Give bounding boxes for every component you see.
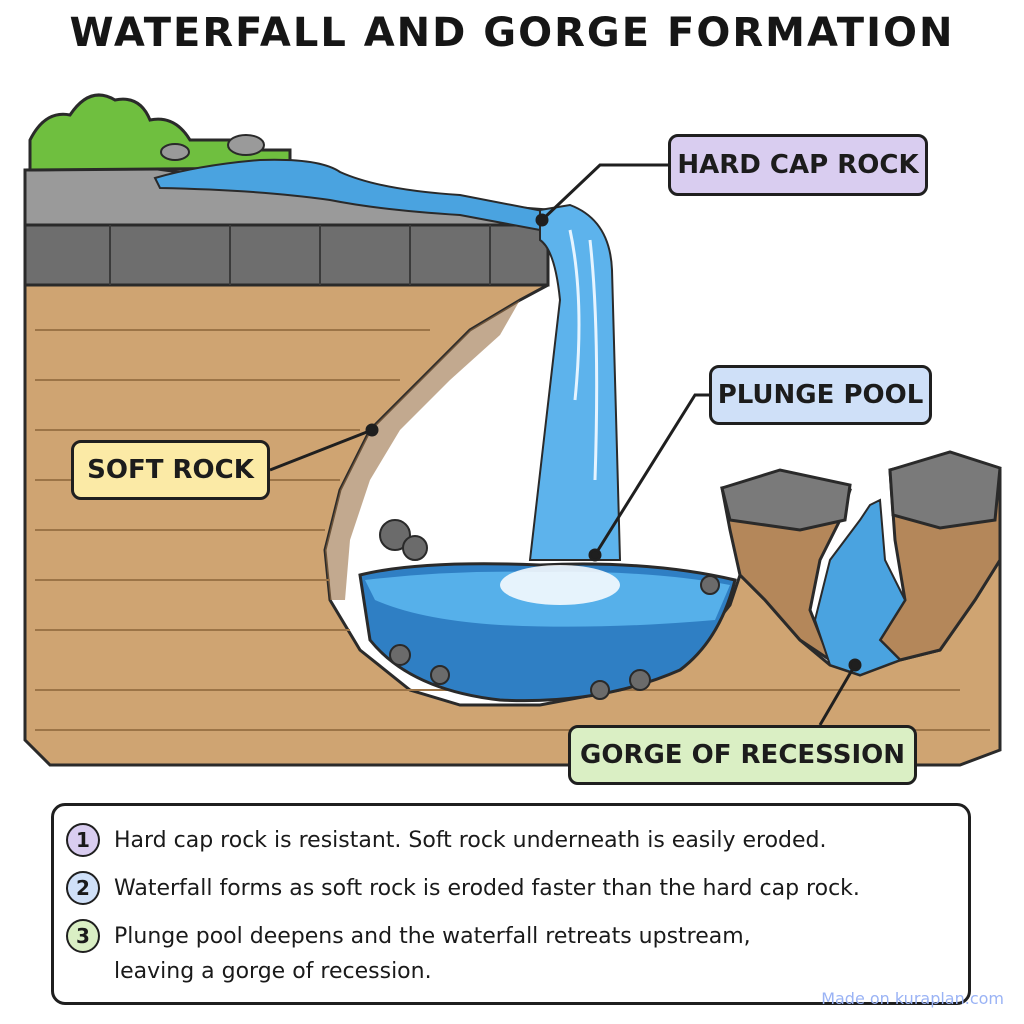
cap-rock-front [23,223,550,287]
undercut-shadow [325,300,520,600]
step-number: 3 [66,919,100,953]
splash [500,565,620,605]
gorge-river [813,498,907,677]
step-text: Hard cap rock is resistant. Soft rock un… [114,828,827,853]
step-2: 2 Waterfall forms as soft rock is eroded… [66,871,860,906]
step-number: 1 [66,823,100,857]
step-number: 2 [66,871,100,905]
step-text: Waterfall forms as soft rock is eroded f… [114,876,860,901]
explanation-box: 1 Hard cap rock is resistant. Soft rock … [51,803,971,1005]
label-soft-rock: SOFT ROCK [71,440,270,500]
waterfall [528,203,622,561]
grass [28,93,292,172]
watermark: Made on kuraplan.com [821,989,1004,1008]
step-1: 1 Hard cap rock is resistant. Soft rock … [66,823,827,858]
pool-stones [379,519,720,700]
label-gorge-of-recession: GORGE OF RECESSION [568,725,917,785]
step-text: Plunge pool deepens and the waterfall re… [114,924,751,984]
label-hard-cap-rock: HARD CAP ROCK [668,134,928,196]
page-title: WATERFALL AND GORGE FORMATION [69,10,955,56]
cap-rock-joints [109,225,491,285]
leader-lines [269,163,862,726]
label-plunge-pool: PLUNGE POOL [709,365,932,425]
step-3: 3 Plunge pool deepens and the waterfall … [66,919,766,989]
river [153,158,550,232]
